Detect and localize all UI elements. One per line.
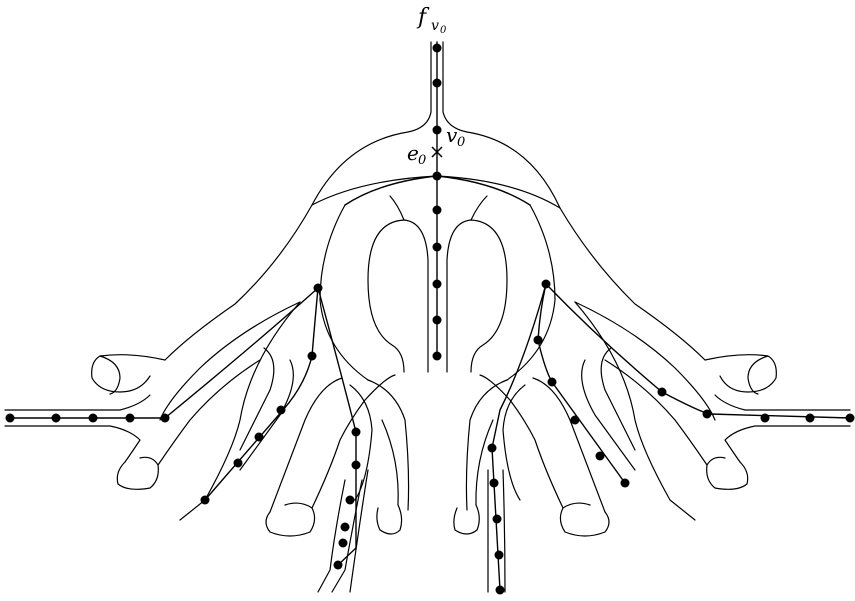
- vertex: [596, 452, 605, 461]
- vertex: [314, 284, 323, 293]
- vertex-hub: [433, 172, 442, 181]
- vertex: [433, 44, 442, 53]
- vertex: [433, 79, 442, 88]
- vertex: [490, 479, 499, 488]
- vertex: [201, 496, 210, 505]
- vertex: [433, 280, 442, 289]
- label-v-subscript: 0: [457, 135, 465, 150]
- label-e0: e 0: [407, 141, 426, 168]
- vertex: [548, 378, 557, 387]
- vertex: [703, 410, 712, 419]
- vertex: [255, 433, 264, 442]
- vertex: [89, 414, 98, 423]
- vertex: [495, 551, 504, 560]
- vertex: [542, 280, 551, 289]
- vertex: [352, 428, 361, 437]
- label-f: f: [416, 5, 430, 30]
- vertex: [308, 352, 317, 361]
- vertex: [52, 414, 61, 423]
- vertex: [846, 414, 855, 423]
- vertex: [488, 444, 497, 453]
- graph-edges: [10, 42, 850, 590]
- vertex: [571, 416, 580, 425]
- vertex-v0: [433, 126, 442, 135]
- vertex: [658, 388, 667, 397]
- vertex: [334, 561, 343, 570]
- vertex: [761, 414, 770, 423]
- vertex: [161, 414, 170, 423]
- vertex: [433, 243, 442, 252]
- label-f-v0: f v 0: [416, 5, 447, 36]
- vertex: [496, 586, 505, 595]
- label-f-subscript: v: [431, 18, 439, 34]
- vertex: [352, 461, 361, 470]
- vertex: [6, 414, 15, 423]
- vertex: [277, 406, 286, 415]
- label-e-subscript: 0: [418, 153, 426, 168]
- surface-outline: [5, 42, 850, 592]
- vertex: [433, 206, 442, 215]
- vertex: [346, 496, 355, 505]
- vertex: [126, 414, 135, 423]
- vertex: [234, 459, 243, 468]
- vertex: [534, 336, 543, 345]
- graph-vertices: [6, 44, 855, 595]
- label-v0: v 0: [446, 123, 465, 150]
- vertex: [341, 523, 350, 532]
- vertex: [339, 539, 348, 548]
- vertex: [621, 479, 630, 488]
- vertex: [433, 352, 442, 361]
- vertex: [493, 515, 502, 524]
- vertex: [433, 316, 442, 325]
- label-f-subsubscript: 0: [440, 25, 447, 36]
- vertex: [806, 414, 815, 423]
